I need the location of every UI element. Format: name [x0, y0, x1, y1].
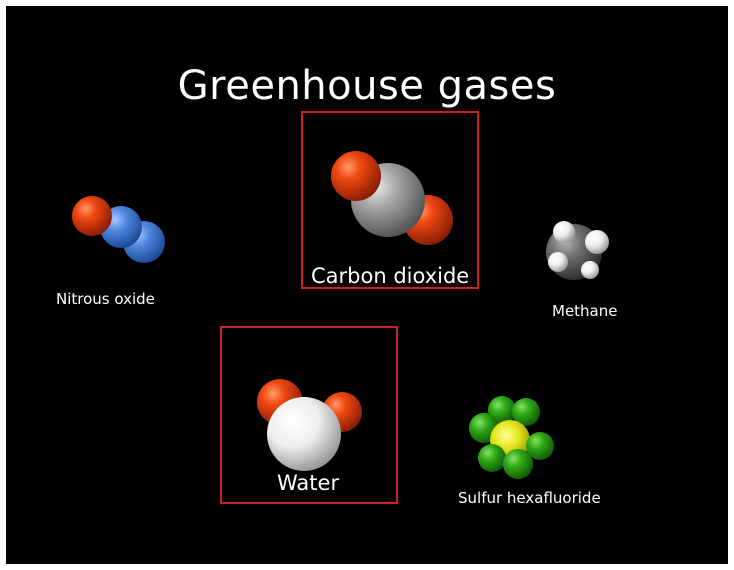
water-molecule-icon: [257, 379, 362, 471]
nitrous-oxide-label: Nitrous oxide: [56, 290, 155, 308]
water-highlight-box: [220, 326, 398, 504]
carbon-dioxide-label: Carbon dioxide: [311, 264, 470, 288]
methane-label: Methane: [552, 302, 618, 320]
sulfur-hexafluoride-label: Sulfur hexafluoride: [458, 489, 601, 507]
methane-molecule-icon: [546, 221, 609, 280]
carbon-dioxide-molecule-icon: [331, 151, 453, 245]
nitrous-oxide-molecule-icon: [72, 196, 165, 263]
carbon-dioxide-highlight-box: [301, 111, 479, 289]
sulfur-hexafluoride-molecule-icon: [469, 396, 554, 479]
slide: Greenhouse gases Nitrous oxide Carbon di…: [6, 6, 728, 564]
water-label: Water: [277, 471, 340, 495]
slide-title: Greenhouse gases: [177, 63, 557, 109]
